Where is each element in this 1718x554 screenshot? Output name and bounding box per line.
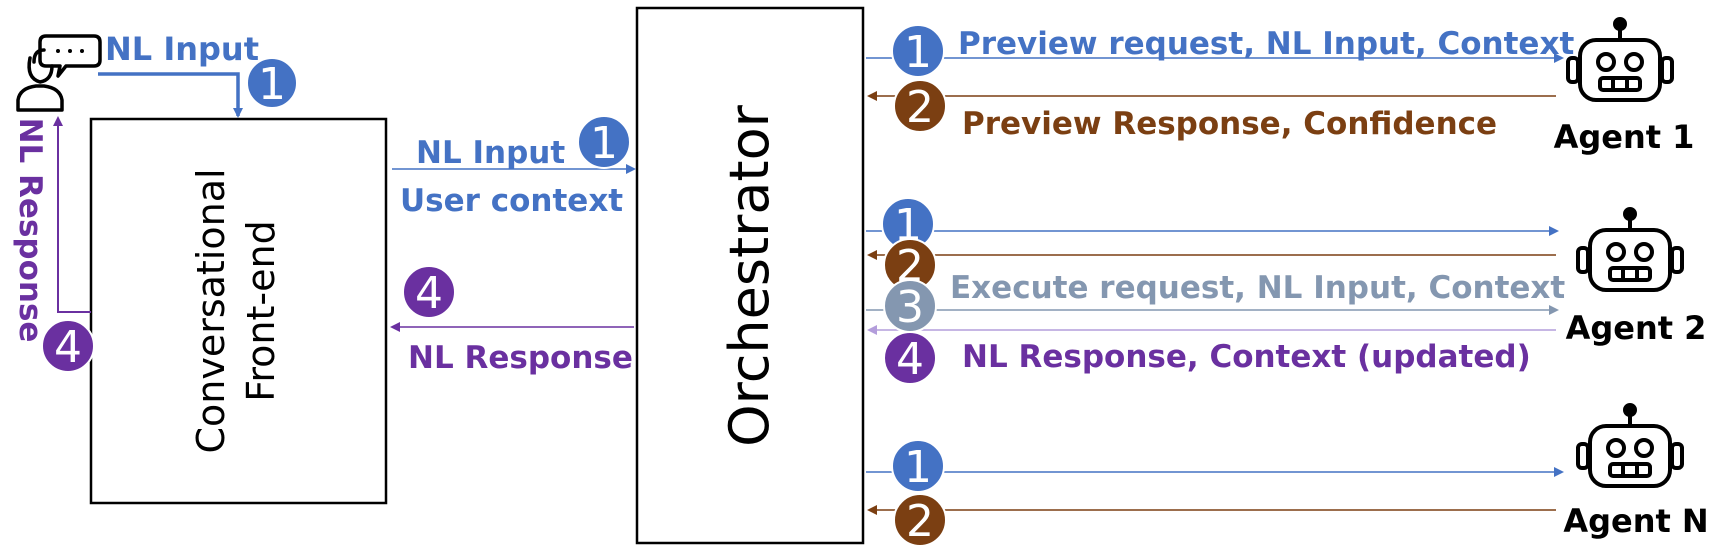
- badge-4-agent2: 4: [883, 331, 937, 385]
- svg-text:2: 2: [906, 82, 934, 133]
- label-nl-input-top: NL Input: [105, 30, 259, 68]
- agent-1-label: Agent 1: [1554, 118, 1695, 156]
- label-preview-request: Preview request, NL Input, Context: [958, 26, 1574, 62]
- svg-text:4: 4: [54, 322, 82, 373]
- label-preview-response: Preview Response, Confidence: [962, 106, 1497, 142]
- svg-text:3: 3: [896, 282, 924, 333]
- svg-text:1: 1: [904, 27, 932, 78]
- agent-2-label: Agent 2: [1566, 309, 1707, 347]
- badge-1-agentN: 1: [891, 439, 945, 493]
- label-nl-response-mid: NL Response: [408, 340, 633, 376]
- badge-1-agent1: 1: [891, 24, 945, 78]
- arrow-user-to-frontend: [98, 72, 243, 118]
- badge-4-frontend-response: 4: [402, 265, 456, 319]
- robot-icon: [1576, 403, 1684, 488]
- robot-icon: [1566, 17, 1674, 102]
- orchestrator-box: [635, 6, 865, 545]
- svg-text:1: 1: [590, 118, 618, 169]
- orchestrator-label: Orchestrator: [718, 104, 781, 446]
- badge-1-user-input: 1: [246, 57, 298, 110]
- frontend-label-line1: Conversational: [189, 168, 233, 453]
- badge-3-agent2: 3: [883, 279, 937, 333]
- agent-n-label: Agent N: [1563, 502, 1708, 540]
- label-user-context: User context: [400, 183, 623, 219]
- arrow-frontend-to-user: [53, 116, 91, 313]
- svg-text:1: 1: [258, 59, 286, 110]
- robot-icon: [1576, 207, 1684, 292]
- frontend-label-line2: Front-end: [239, 220, 283, 401]
- badge-4-user-response: 4: [41, 319, 95, 373]
- label-execute-request: Execute request, NL Input, Context: [950, 270, 1565, 306]
- svg-text:2: 2: [906, 496, 934, 547]
- badge-1-agent2: 1: [881, 197, 935, 251]
- svg-text:4: 4: [896, 334, 924, 385]
- svg-text:4: 4: [415, 268, 443, 319]
- badge-2-agent1: 2: [893, 79, 947, 133]
- badge-2-agentN: 2: [893, 493, 947, 547]
- badge-1-orchestrator-input: 1: [577, 115, 631, 169]
- svg-text:1: 1: [904, 442, 932, 493]
- label-nl-response-context: NL Response, Context (updated): [962, 339, 1531, 375]
- label-nl-response-left: NL Response: [12, 118, 48, 343]
- frontend-box: [89, 117, 388, 505]
- user-chat-icon: [16, 34, 102, 112]
- label-nl-input-mid: NL Input: [416, 135, 565, 171]
